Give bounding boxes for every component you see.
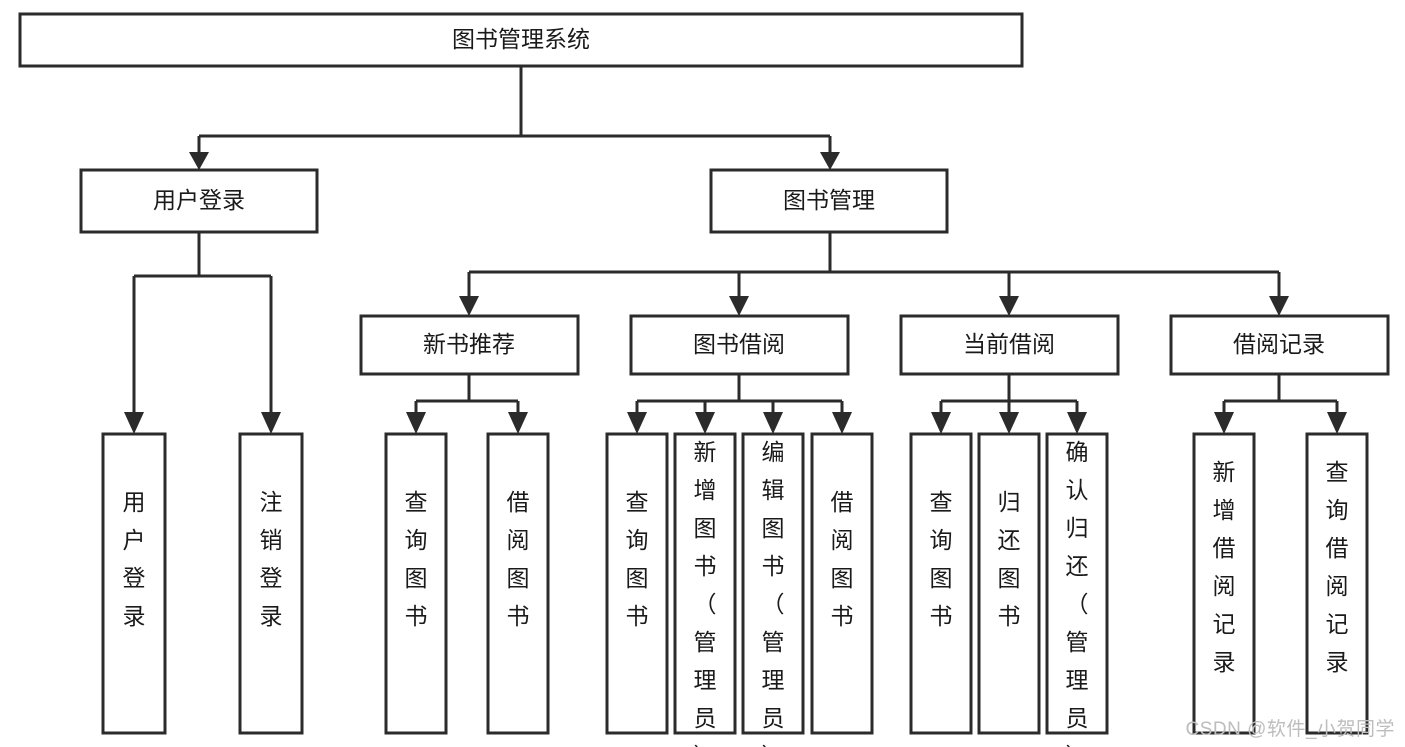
leaf-query-book-3[interactable]: 查询图书: [909, 432, 973, 735]
user-login-box[interactable]: [79, 168, 319, 234]
leaf-logout-login[interactable]: 注销登录: [238, 432, 304, 735]
leaf-query-book-1-box[interactable]: [384, 432, 448, 735]
leaf-query-record[interactable]: 查询借阅记录: [1305, 432, 1369, 735]
arrowhead-leaf-query-record: [1327, 412, 1347, 434]
new-book-recommend-label: 新书推荐: [423, 331, 515, 357]
leaf-query-record-label: 查询借阅记录: [1326, 459, 1349, 675]
arrowhead-borrow-record: [1269, 296, 1289, 316]
leaf-query-book-2-box[interactable]: [605, 432, 669, 735]
leaf-query-book-2[interactable]: 查询图书: [605, 432, 669, 735]
node-book-manage[interactable]: 图书管理: [709, 168, 949, 234]
node-new-book-recommend[interactable]: 新书推荐: [359, 314, 580, 376]
leaf-borrow-book-2-box[interactable]: [810, 432, 874, 735]
leaf-add-book-label: 新增图书（管理员）: [694, 439, 717, 747]
leaf-logout-login-box[interactable]: [238, 432, 304, 735]
leaf-edit-book[interactable]: 编辑图书（管理员）: [741, 432, 805, 747]
node-current-borrow[interactable]: 当前借阅: [899, 314, 1120, 376]
arrowhead-leaf-query-book-2: [627, 412, 647, 434]
current-borrow-label: 当前借阅: [963, 331, 1055, 357]
borrow-record-label: 借阅记录: [1233, 331, 1325, 357]
leaf-query-record-box[interactable]: [1305, 432, 1369, 735]
arrowhead-leaf-borrow-book-1: [508, 412, 528, 434]
arrowhead-leaf-query-book-1: [406, 412, 426, 434]
current-borrow-box[interactable]: [899, 314, 1120, 376]
leaf-borrow-book-1-label: 借阅图书: [507, 489, 530, 629]
leaf-borrow-book-2-label: 借阅图书: [831, 489, 854, 629]
node-borrow-record[interactable]: 借阅记录: [1169, 314, 1390, 376]
book-manage-box[interactable]: [709, 168, 949, 234]
leaf-add-record-box[interactable]: [1192, 432, 1256, 735]
arrowhead-leaf-user-login: [124, 412, 144, 434]
book-borrow-label: 图书借阅: [693, 331, 785, 357]
arrowhead-leaf-confirm-return: [1067, 412, 1087, 434]
arrowhead-leaf-logout-login: [261, 412, 281, 434]
leaf-query-book-2-label: 查询图书: [626, 489, 649, 629]
root-box[interactable]: [18, 12, 1024, 68]
arrowhead-book-borrow: [729, 296, 749, 316]
arrowhead-user-login: [189, 152, 209, 170]
arrowhead-leaf-query-book-3: [931, 412, 951, 434]
leaf-confirm-return-label: 确认归还（管理员）: [1066, 439, 1089, 747]
leaf-borrow-book-1[interactable]: 借阅图书: [486, 432, 550, 735]
leaf-user-login-box[interactable]: [101, 432, 167, 735]
leaf-return-book-label: 归还图书: [998, 489, 1021, 629]
leaf-edit-book-box[interactable]: [741, 432, 805, 735]
arrowhead-book-manage: [820, 152, 840, 170]
arrowhead-leaf-borrow-book-2: [832, 412, 852, 434]
borrow-record-box[interactable]: [1169, 314, 1390, 376]
node-root[interactable]: 图书管理系统: [18, 12, 1024, 68]
node-book-borrow[interactable]: 图书借阅: [629, 314, 850, 376]
leaf-confirm-return[interactable]: 确认归还（管理员）: [1045, 432, 1109, 747]
leaf-user-login-label: 用户登录: [123, 489, 146, 629]
book-manage-label: 图书管理: [783, 187, 875, 213]
leaf-query-book-1[interactable]: 查询图书: [384, 432, 448, 735]
arrowhead-current-borrow: [999, 296, 1019, 316]
root-label: 图书管理系统: [452, 26, 590, 52]
leaf-logout-login-label: 注销登录: [260, 489, 283, 629]
arrowhead-new-book-recommend: [459, 296, 479, 316]
arrowhead-leaf-edit-book: [763, 412, 783, 434]
user-login-label: 用户登录: [153, 187, 245, 213]
leaf-add-record[interactable]: 新增借阅记录: [1192, 432, 1256, 735]
leaf-edit-book-label: 编辑图书（管理员）: [762, 439, 785, 747]
arrowhead-leaf-return-book: [999, 412, 1019, 434]
leaf-borrow-book-2[interactable]: 借阅图书: [810, 432, 874, 735]
node-user-login[interactable]: 用户登录: [79, 168, 319, 234]
leaf-return-book-box[interactable]: [977, 432, 1041, 735]
leaf-query-book-3-label: 查询图书: [930, 489, 953, 629]
book-borrow-box[interactable]: [629, 314, 850, 376]
leaf-query-book-1-label: 查询图书: [405, 489, 428, 629]
leaf-query-book-3-box[interactable]: [909, 432, 973, 735]
leaf-borrow-book-1-box[interactable]: [486, 432, 550, 735]
leaf-add-book-box[interactable]: [673, 432, 737, 735]
leaf-confirm-return-box[interactable]: [1045, 432, 1109, 735]
arrowhead-leaf-add-book: [695, 412, 715, 434]
connector-layer: [124, 66, 1347, 434]
leaf-return-book[interactable]: 归还图书: [977, 432, 1041, 735]
leaf-add-record-label: 新增借阅记录: [1213, 459, 1236, 675]
leaf-user-login[interactable]: 用户登录: [101, 432, 167, 735]
arrowhead-leaf-add-record: [1214, 412, 1234, 434]
new-book-recommend-box[interactable]: [359, 314, 580, 376]
leaf-add-book[interactable]: 新增图书（管理员）: [673, 432, 737, 747]
